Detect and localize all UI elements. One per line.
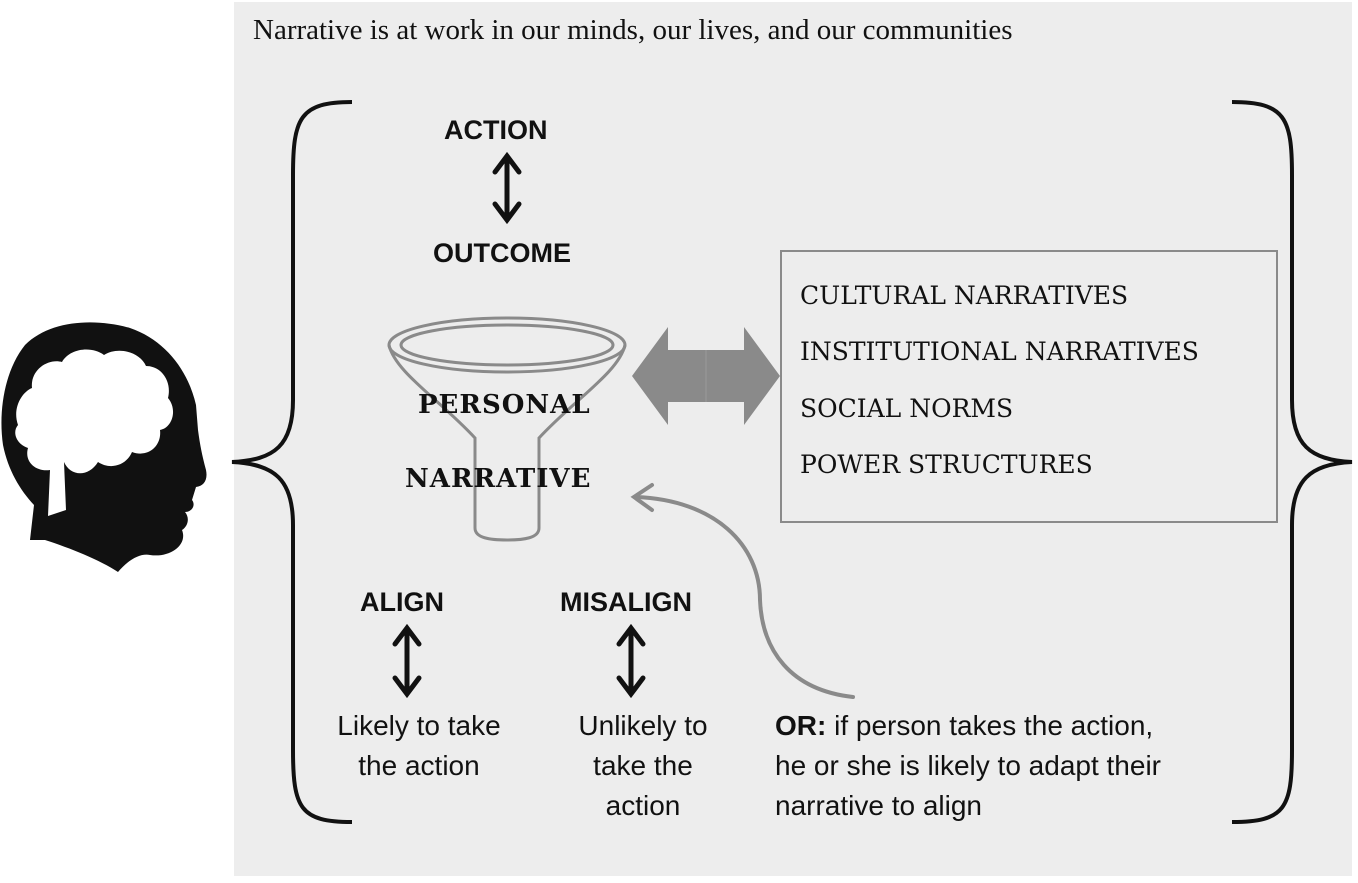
adapt-curved-arrow bbox=[630, 483, 855, 699]
note-line-3: narrative to align bbox=[775, 790, 983, 821]
misalign-arrow bbox=[616, 623, 646, 699]
outcome-label: OUTCOME bbox=[433, 238, 571, 268]
align-arrow bbox=[392, 623, 422, 699]
right-brace bbox=[1231, 100, 1353, 824]
misalign-label: MISALIGN bbox=[560, 587, 692, 617]
influence-social-norms: SOCIAL NORMS bbox=[800, 394, 1014, 423]
funnel-icon bbox=[387, 316, 627, 542]
diagram-title: Narrative is at work in our minds, our l… bbox=[253, 14, 1013, 46]
note-line-1: if person takes the action, bbox=[826, 710, 1154, 741]
influences-box bbox=[780, 250, 1278, 523]
influence-cultural: CULTURAL NARRATIVES bbox=[800, 281, 1129, 310]
influence-power-structures: POWER STRUCTURES bbox=[800, 450, 1093, 479]
narrative-label: NARRATIVE bbox=[405, 464, 592, 494]
adapt-note: OR: if person takes the action, he or sh… bbox=[775, 706, 1161, 826]
personal-label: PERSONAL bbox=[418, 390, 591, 420]
misalign-result: Unlikely to take the action bbox=[578, 710, 708, 821]
left-brace bbox=[231, 100, 353, 824]
align-result: Likely to take the action bbox=[337, 710, 501, 781]
note-line-2: he or she is likely to adapt their bbox=[775, 750, 1161, 781]
note-prefix: OR: bbox=[775, 710, 827, 741]
align-label: ALIGN bbox=[360, 587, 444, 617]
action-outcome-arrow bbox=[492, 151, 522, 225]
influence-institutional: INSTITUTIONAL NARRATIVES bbox=[800, 337, 1199, 366]
head-with-brain-icon bbox=[1, 322, 207, 572]
diagram-panel bbox=[234, 2, 1352, 876]
action-label: ACTION bbox=[444, 115, 548, 145]
